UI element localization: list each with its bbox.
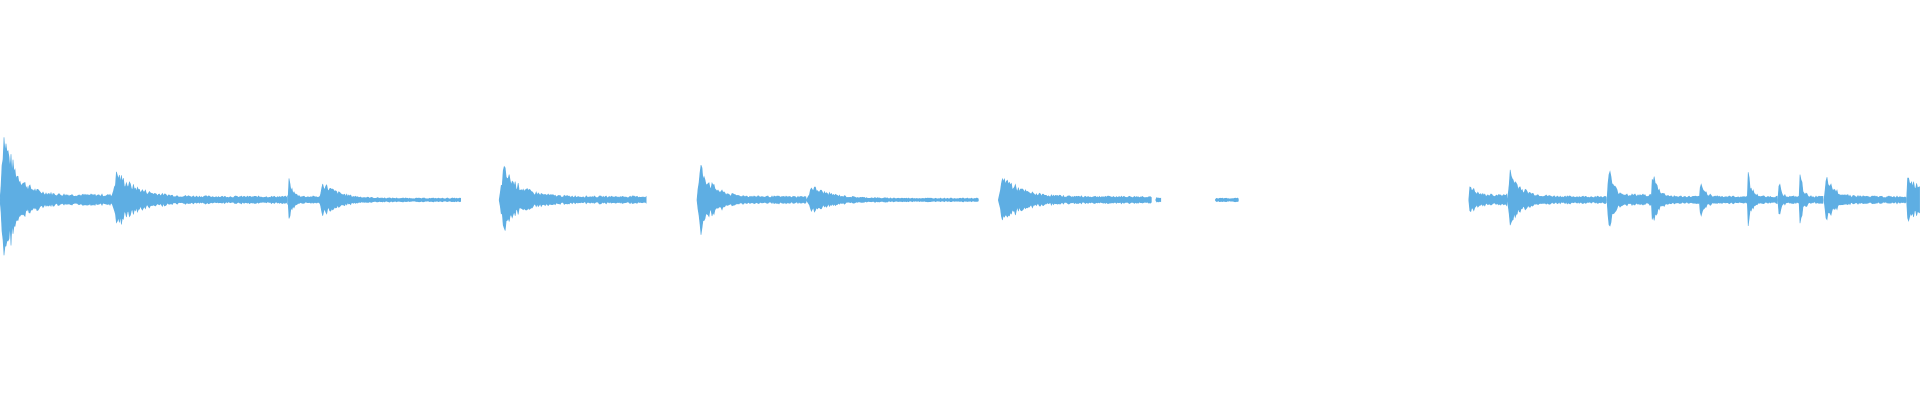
- waveform-segment: [1650, 176, 1700, 221]
- waveform-segment: [498, 165, 647, 231]
- waveform-segment: [1746, 172, 1778, 227]
- waveform-segment: [806, 186, 979, 213]
- waveform-segment: [1606, 170, 1652, 227]
- waveform-segment: [1215, 197, 1239, 203]
- waveform-segment: [1506, 169, 1607, 226]
- waveform-segment: [0, 137, 116, 256]
- waveform-segment: [1698, 183, 1748, 217]
- waveform-segment: [287, 178, 321, 219]
- waveform-segment: [1155, 197, 1162, 203]
- waveform-segment: [1798, 174, 1824, 224]
- waveform-segment: [998, 177, 1152, 221]
- waveform-segment: [1906, 177, 1920, 222]
- waveform-segment: [318, 183, 461, 216]
- waveform-segment: [1823, 177, 1907, 221]
- waveform-segment: [696, 164, 807, 235]
- waveform-segment: [111, 171, 288, 225]
- waveform-segment: [1777, 183, 1800, 215]
- waveform-segment: [1468, 186, 1508, 213]
